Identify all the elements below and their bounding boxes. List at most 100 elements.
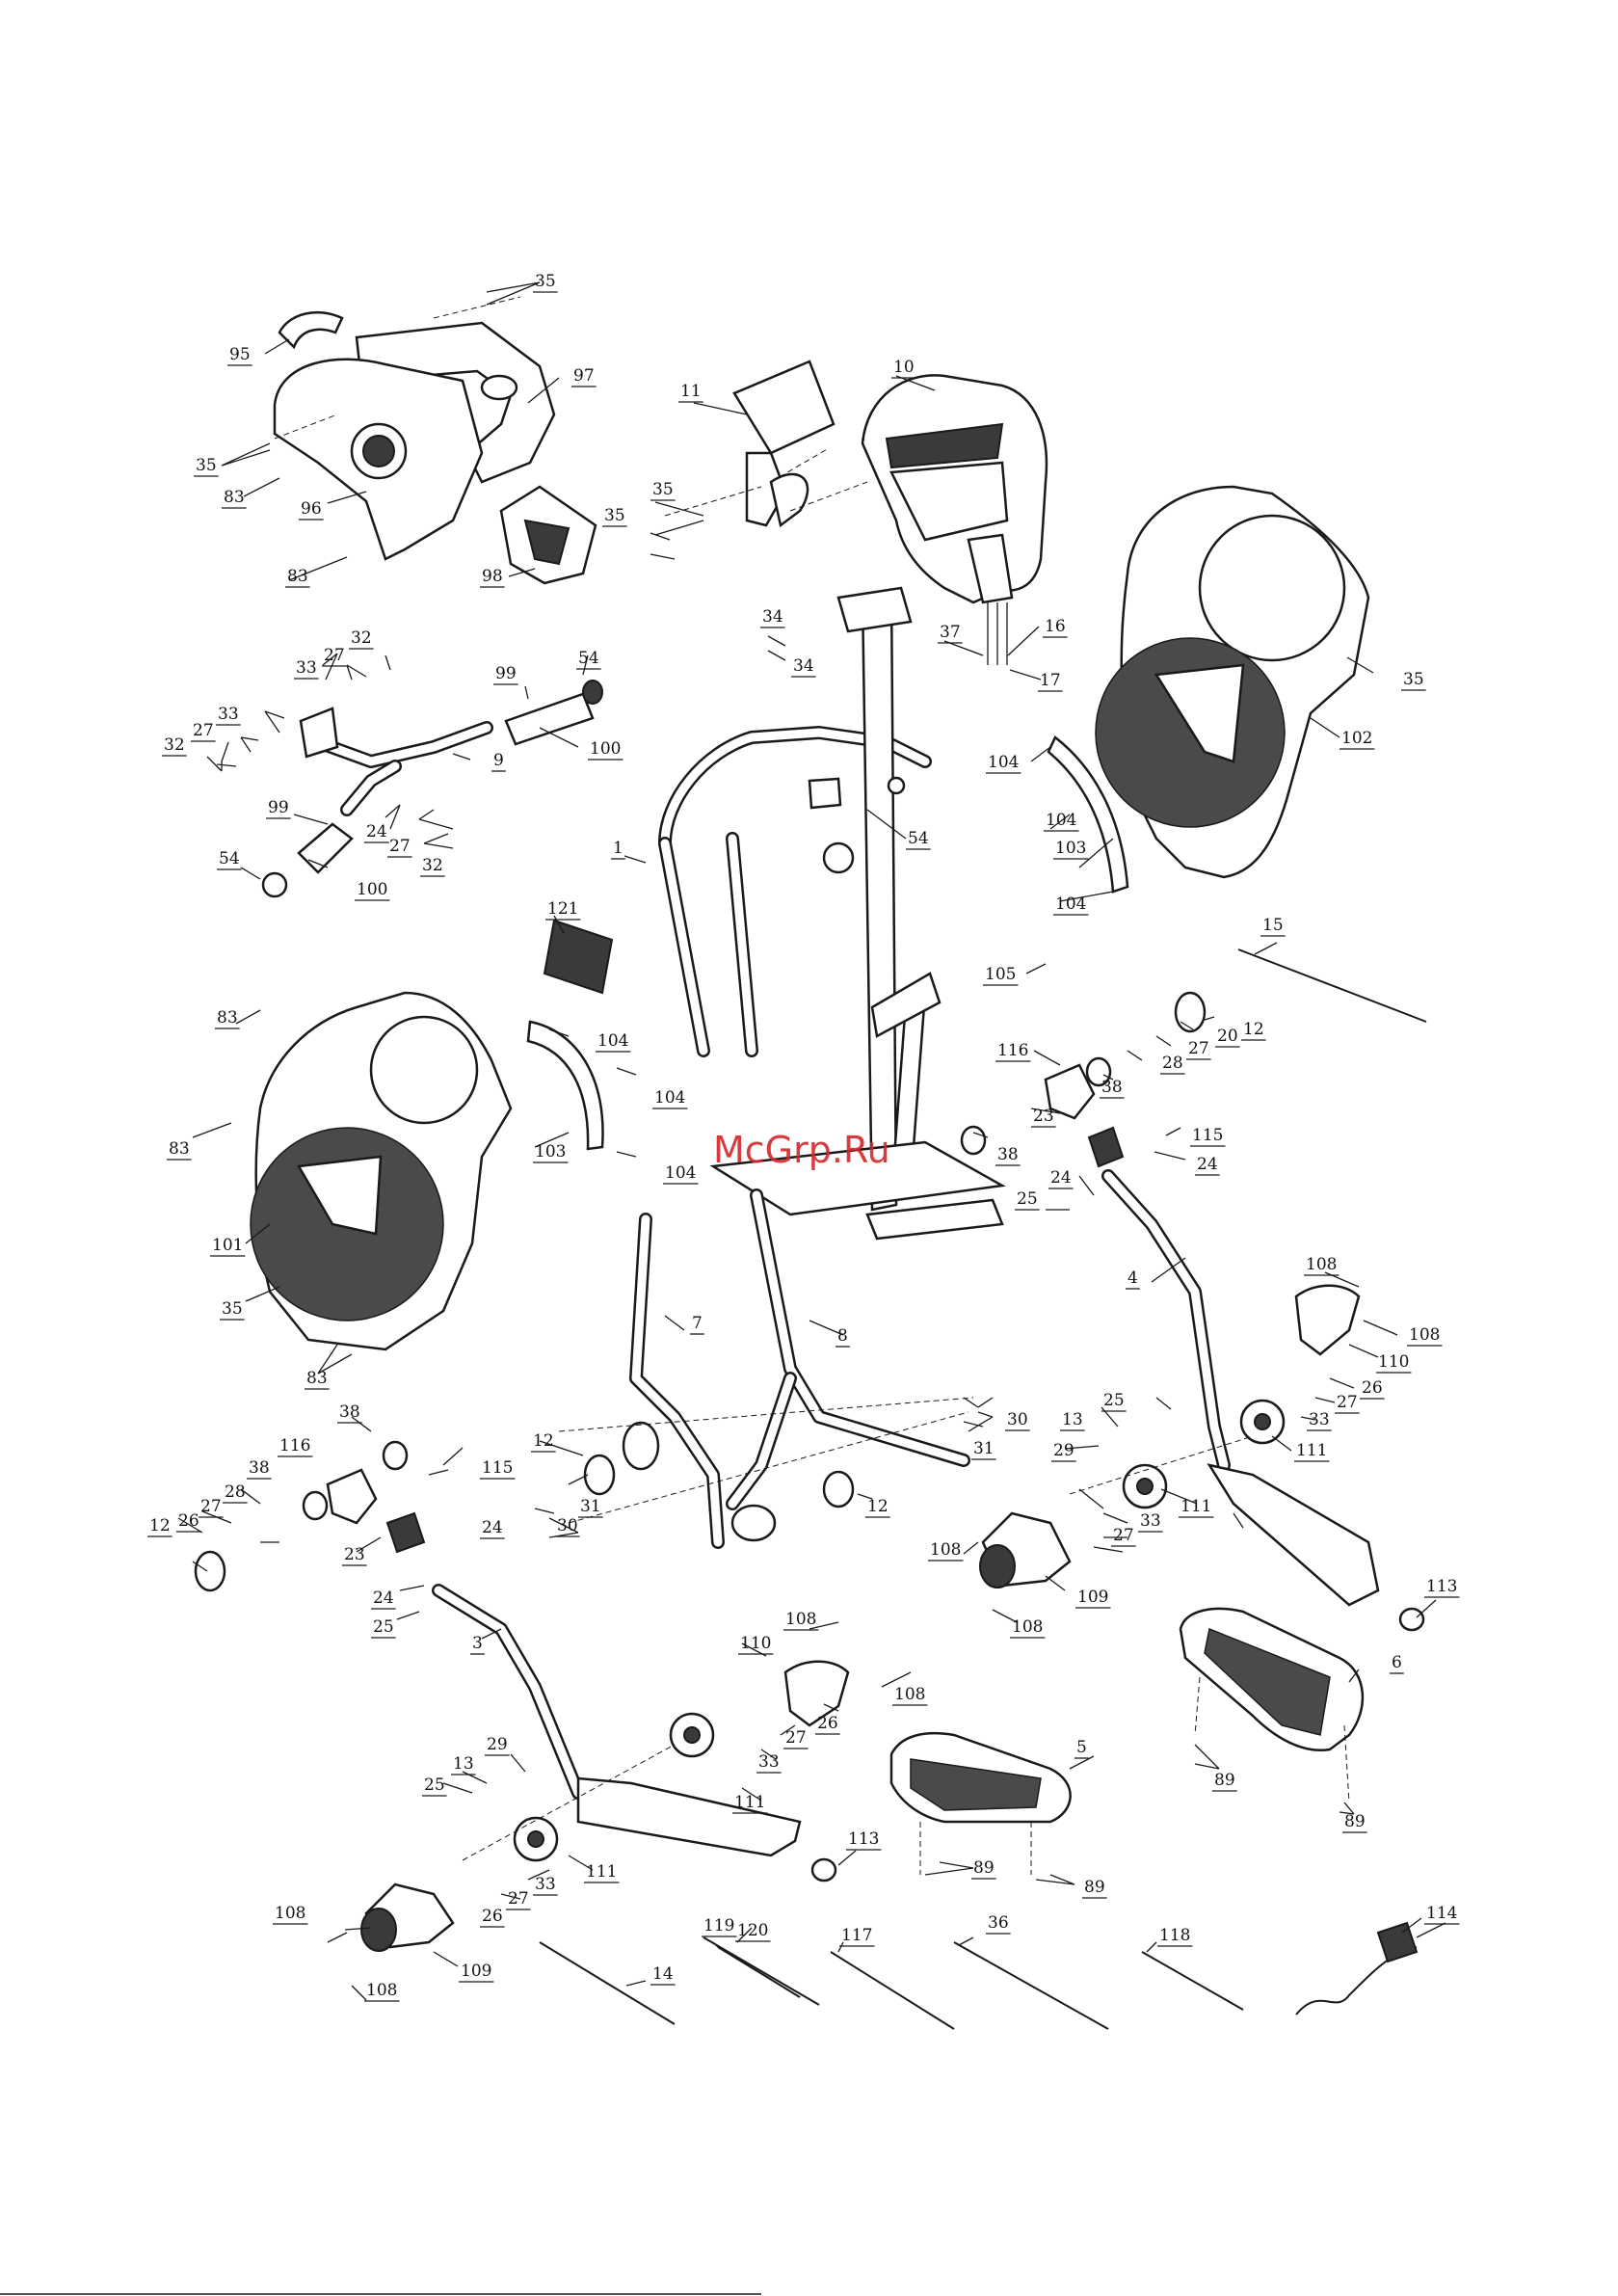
- callout-25: 25: [424, 1775, 445, 1795]
- callout-116: 116: [997, 1041, 1028, 1060]
- callout-98: 98: [482, 567, 503, 586]
- callout-89: 89: [1214, 1771, 1235, 1790]
- part-9-upper-handlebar: [299, 707, 493, 816]
- callout-108: 108: [366, 1981, 397, 2000]
- callout-26: 26: [817, 1714, 838, 1733]
- part-3-left-pedal-arm: [432, 1584, 802, 1857]
- callout-121: 121: [547, 899, 578, 919]
- callout-115: 115: [482, 1458, 513, 1478]
- callout-33: 33: [1140, 1511, 1161, 1531]
- callout-1: 1: [613, 839, 623, 858]
- callout-111: 111: [734, 1793, 765, 1812]
- part-110-right-bracket: [1294, 1284, 1361, 1356]
- callout-83: 83: [287, 567, 308, 586]
- part-4-right-pedal-arm: [1101, 1169, 1380, 1607]
- part-11-tablet-holder: [732, 360, 836, 528]
- cables: [539, 948, 1427, 2030]
- callout-4: 4: [1127, 1268, 1138, 1288]
- callout-110: 110: [1378, 1352, 1409, 1372]
- part-109-right-roller: [979, 1511, 1072, 1589]
- callout-29: 29: [487, 1735, 508, 1754]
- callout-35: 35: [196, 456, 217, 475]
- callout-102: 102: [1341, 729, 1372, 748]
- part-103-right-arc: [1047, 735, 1129, 894]
- callout-103: 103: [535, 1142, 566, 1161]
- callout-108: 108: [1409, 1325, 1440, 1345]
- callout-99: 99: [268, 798, 289, 817]
- callout-36: 36: [988, 1913, 1009, 1933]
- callout-5: 5: [1076, 1738, 1087, 1757]
- callout-24: 24: [373, 1589, 394, 1608]
- callout-105: 105: [985, 965, 1016, 984]
- callout-120: 120: [737, 1921, 768, 1940]
- callout-15: 15: [1262, 916, 1284, 935]
- callout-34: 34: [762, 607, 783, 627]
- callout-28: 28: [225, 1482, 246, 1502]
- callout-23: 23: [1033, 1107, 1054, 1126]
- callout-95: 95: [229, 345, 251, 364]
- callout-99: 99: [495, 664, 517, 683]
- cable-119: [703, 1936, 820, 2006]
- callout-labels: 35 95 97 35 83 96 83 98 11 10 35 35 34 3…: [147, 272, 1460, 2002]
- callout-24: 24: [1197, 1155, 1218, 1174]
- callout-110: 110: [740, 1634, 771, 1653]
- callout-16: 16: [1045, 617, 1066, 636]
- callout-111: 111: [586, 1862, 617, 1882]
- callout-33: 33: [296, 658, 317, 678]
- callout-27: 27: [200, 1497, 222, 1516]
- callout-115: 115: [1192, 1126, 1223, 1145]
- callout-11: 11: [680, 382, 702, 401]
- callout-38: 38: [249, 1458, 270, 1478]
- callout-54: 54: [908, 829, 929, 848]
- callout-32: 32: [422, 856, 443, 875]
- part-96-front-cover: [273, 358, 484, 561]
- callout-37: 37: [940, 623, 961, 642]
- part-1-main-frame: [658, 586, 1006, 1241]
- part-103-left-arc: [526, 1020, 604, 1151]
- callout-38: 38: [339, 1402, 360, 1422]
- callout-20: 20: [1217, 1027, 1238, 1046]
- callout-30: 30: [1007, 1410, 1028, 1429]
- callout-27: 27: [508, 1889, 529, 1909]
- callout-7: 7: [692, 1314, 703, 1333]
- callout-35: 35: [1403, 670, 1424, 689]
- part-6-right-pedal: [1179, 1607, 1365, 1752]
- callout-32: 32: [351, 628, 372, 648]
- callout-27: 27: [785, 1728, 807, 1748]
- part-7-left-link: [622, 1213, 725, 1549]
- callout-23: 23: [344, 1545, 365, 1564]
- part-116-crank-housings: [326, 1063, 1096, 1525]
- callout-13: 13: [1062, 1410, 1083, 1429]
- callout-108: 108: [785, 1610, 816, 1629]
- callout-35: 35: [604, 506, 625, 525]
- callout-118: 118: [1159, 1926, 1190, 1945]
- callout-96: 96: [301, 499, 322, 519]
- callout-27: 27: [324, 646, 345, 665]
- callout-24: 24: [1050, 1168, 1072, 1188]
- callout-35: 35: [535, 272, 556, 291]
- callout-108: 108: [1306, 1255, 1337, 1274]
- callout-83: 83: [306, 1369, 328, 1388]
- callout-104: 104: [597, 1031, 628, 1051]
- cable-118: [1141, 1951, 1244, 2011]
- callout-108: 108: [1012, 1617, 1043, 1637]
- callout-13: 13: [453, 1754, 474, 1774]
- watermark: McGrp.Ru: [713, 1129, 890, 1171]
- callout-104: 104: [654, 1088, 685, 1108]
- callout-83: 83: [169, 1139, 190, 1159]
- part-54-caps: [887, 776, 906, 795]
- part-111-wheel-b: [1122, 1463, 1168, 1509]
- callout-113: 113: [848, 1829, 879, 1849]
- part-111-wheel-a: [1239, 1399, 1286, 1445]
- part-98-cup-holder: [499, 485, 597, 585]
- callout-26: 26: [178, 1511, 199, 1531]
- cable-14: [539, 1941, 676, 2025]
- callout-119: 119: [703, 1916, 734, 1936]
- callout-33: 33: [758, 1752, 780, 1772]
- cable-15: [1237, 948, 1427, 1023]
- callout-27: 27: [193, 721, 214, 740]
- callout-54: 54: [578, 649, 599, 668]
- callout-38: 38: [1101, 1078, 1123, 1097]
- callout-108: 108: [930, 1540, 961, 1560]
